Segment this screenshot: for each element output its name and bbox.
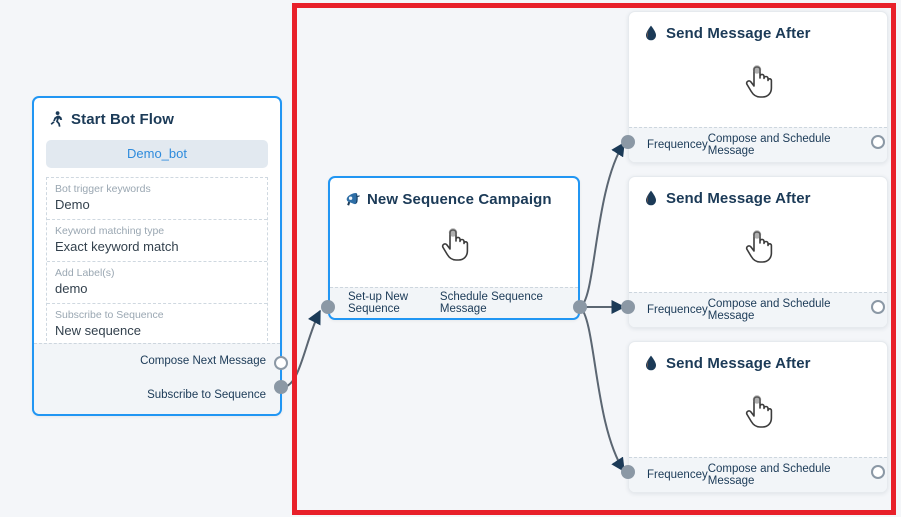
port-label-frequency: Frequencey xyxy=(647,469,708,481)
port-label: Subscribe to Sequence xyxy=(147,389,266,401)
bot-field-list: Bot trigger keywords Demo Keyword matchi… xyxy=(46,177,268,346)
node-title-text: Send Message After xyxy=(666,354,811,372)
port-label-input: Set-up New Sequence xyxy=(348,291,409,315)
field-value: New sequence xyxy=(55,323,141,338)
port-row-subscribe-to-sequence[interactable]: Subscribe to Sequence xyxy=(34,378,280,412)
node-title-text: Send Message After xyxy=(666,24,811,42)
bot-chip-button[interactable]: Demo_bot xyxy=(46,140,268,168)
field-subscribe-to-sequence[interactable]: Subscribe to Sequence New sequence xyxy=(47,304,267,346)
port-row-campaign[interactable]: Set-up New Sequence Schedule Sequence Me… xyxy=(330,288,578,318)
edge-campaign-to-card1 xyxy=(579,141,625,308)
node-title-new-sequence-campaign: New Sequence Campaign xyxy=(330,178,578,212)
node-footer-send-message-after-1: Frequencey Compose and Schedule Message xyxy=(629,127,887,162)
node-footer-send-message-after-2: Frequencey Compose and Schedule Message xyxy=(629,292,887,327)
port-compose-schedule-output-1[interactable] xyxy=(871,135,885,149)
port-schedule-sequence-message-output[interactable] xyxy=(573,300,587,314)
field-label: Bot trigger keywords xyxy=(55,183,151,195)
port-label-compose: Compose and Schedule Message xyxy=(707,133,831,157)
field-label: Add Label(s) xyxy=(55,267,115,279)
node-title-text: Start Bot Flow xyxy=(71,110,175,128)
port-label-frequency: Frequencey xyxy=(647,304,708,316)
node-footer-send-message-after-3: Frequencey Compose and Schedule Message xyxy=(629,457,887,492)
field-bot-trigger-keywords[interactable]: Bot trigger keywords Demo xyxy=(47,178,267,220)
hand-pointer-icon xyxy=(743,395,773,429)
port-row-message-3[interactable]: Frequencey Compose and Schedule Message xyxy=(629,458,887,492)
field-label: Keyword matching type xyxy=(55,225,165,237)
field-add-labels[interactable]: Add Label(s) demo xyxy=(47,262,267,304)
port-row-compose-next-message[interactable]: Compose Next Message xyxy=(34,344,280,378)
field-label: Subscribe to Sequence xyxy=(55,309,164,321)
field-value: demo xyxy=(55,281,88,296)
port-setup-new-sequence-input[interactable] xyxy=(321,300,335,314)
port-row-message-1[interactable]: Frequencey Compose and Schedule Message xyxy=(629,128,887,162)
node-new-sequence-campaign[interactable]: New Sequence Campaign Set-up New Sequenc… xyxy=(328,176,580,320)
port-compose-next-message[interactable] xyxy=(274,356,288,370)
edge-start-to-campaign xyxy=(282,309,321,388)
droplet-icon xyxy=(643,354,659,372)
hand-pointer-icon xyxy=(439,228,469,262)
port-label-frequency: Frequencey xyxy=(647,139,708,151)
node-title-text: New Sequence Campaign xyxy=(367,190,552,208)
message-body-slot-1 xyxy=(629,52,887,112)
node-send-message-after-1[interactable]: Send Message After Frequencey Compose an… xyxy=(628,11,888,163)
node-title-text: Send Message After xyxy=(666,189,811,207)
port-subscribe-to-sequence[interactable] xyxy=(274,380,288,394)
port-frequency-input-1[interactable] xyxy=(621,135,635,149)
node-footer-start-bot-flow: Compose Next Message Subscribe to Sequen… xyxy=(34,343,280,414)
droplet-icon xyxy=(643,24,659,42)
field-value: Exact keyword match xyxy=(55,239,179,254)
port-frequency-input-3[interactable] xyxy=(621,465,635,479)
field-keyword-matching-type[interactable]: Keyword matching type Exact keyword matc… xyxy=(47,220,267,262)
hand-pointer-icon xyxy=(743,65,773,99)
port-label: Compose Next Message xyxy=(140,355,266,367)
port-label-compose: Compose and Schedule Message xyxy=(707,463,831,487)
node-start-bot-flow[interactable]: Start Bot Flow Demo_bot Bot trigger keyw… xyxy=(32,96,282,416)
port-frequency-input-2[interactable] xyxy=(621,300,635,314)
port-label-compose: Compose and Schedule Message xyxy=(707,298,831,322)
message-body-slot-2 xyxy=(629,217,887,277)
edge-campaign-to-card3 xyxy=(579,306,625,473)
port-compose-schedule-output-2[interactable] xyxy=(871,300,885,314)
node-title-send-message-after-3: Send Message After xyxy=(629,342,887,376)
droplet-icon xyxy=(643,189,659,207)
field-value: Demo xyxy=(55,197,90,212)
megaphone-icon xyxy=(344,190,360,208)
node-title-start-bot-flow: Start Bot Flow xyxy=(34,98,280,132)
campaign-body-slot xyxy=(330,216,578,274)
port-label-output: Schedule Sequence Message xyxy=(439,291,543,315)
node-footer-new-sequence-campaign: Set-up New Sequence Schedule Sequence Me… xyxy=(330,287,578,318)
node-send-message-after-2[interactable]: Send Message After Frequencey Compose an… xyxy=(628,176,888,328)
port-compose-schedule-output-3[interactable] xyxy=(871,465,885,479)
message-body-slot-3 xyxy=(629,382,887,442)
node-title-send-message-after-1: Send Message After xyxy=(629,12,887,46)
node-send-message-after-3[interactable]: Send Message After Frequencey Compose an… xyxy=(628,341,888,493)
hand-pointer-icon xyxy=(743,230,773,264)
running-person-icon xyxy=(48,110,64,128)
node-title-send-message-after-2: Send Message After xyxy=(629,177,887,211)
port-row-message-2[interactable]: Frequencey Compose and Schedule Message xyxy=(629,293,887,327)
